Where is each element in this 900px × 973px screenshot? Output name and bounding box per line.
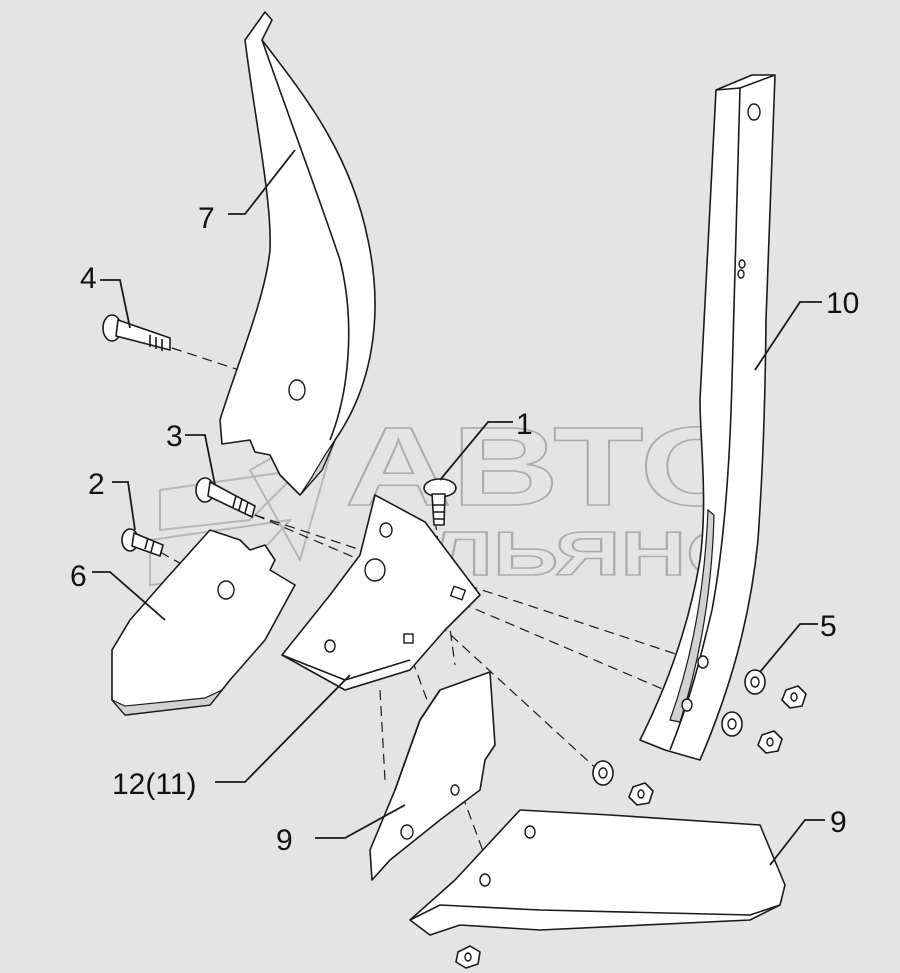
part-7-shank-guard bbox=[219, 11, 376, 496]
bolt-1 bbox=[423, 478, 457, 526]
callout-6: 6 bbox=[70, 560, 87, 593]
watermark-line1: АВТО bbox=[345, 404, 755, 529]
callout-1: 1 bbox=[516, 408, 533, 441]
callout-4: 4 bbox=[80, 262, 97, 295]
callout-3: 3 bbox=[166, 420, 183, 453]
part-9-wing-plate-lower bbox=[409, 809, 786, 936]
callout-9-lower: 9 bbox=[830, 806, 847, 839]
part-10-shank bbox=[639, 74, 776, 761]
bolt-2 bbox=[121, 528, 164, 557]
bolt-4 bbox=[102, 314, 171, 351]
callout-12-11: 12(11) bbox=[112, 768, 197, 801]
callout-10: 10 bbox=[826, 287, 859, 320]
callout-7: 7 bbox=[198, 202, 215, 235]
leader-lines bbox=[92, 149, 825, 866]
part-6-share-tip bbox=[111, 529, 296, 716]
callout-5: 5 bbox=[820, 610, 837, 643]
bolt-3 bbox=[195, 477, 256, 518]
washers-and-nuts bbox=[455, 669, 807, 969]
part-12-bracket bbox=[281, 494, 481, 691]
callout-labels: 7 4 3 2 6 1 10 5 12(11) 9 9 bbox=[70, 202, 859, 857]
callout-9-upper: 9 bbox=[276, 824, 293, 857]
callout-2: 2 bbox=[88, 468, 105, 501]
part-9-wing-plate-upper bbox=[369, 671, 496, 881]
